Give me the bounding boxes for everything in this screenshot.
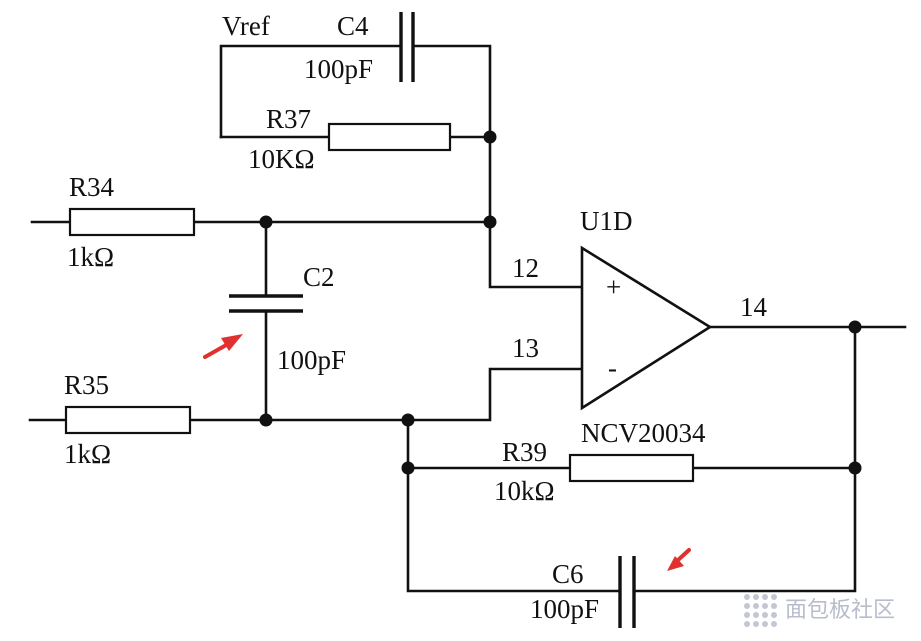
r39-ref-label: R39	[502, 437, 547, 467]
opamp-triangle	[580, 245, 713, 411]
pin-plus-label: 12	[512, 253, 539, 283]
wire-vref-loop-top	[219, 44, 402, 139]
c6-value-label: 100pF	[530, 594, 599, 624]
r34-ref-label: R34	[69, 172, 115, 202]
wires	[28, 44, 907, 593]
annotation-arrow-c6	[667, 548, 691, 571]
opamp-ref-label: U1D	[580, 206, 633, 236]
r35-value-label: 1kΩ	[64, 439, 111, 469]
resistor-r35	[64, 405, 192, 435]
watermark: 面包板社区	[744, 594, 895, 627]
capacitor-c6	[618, 556, 636, 628]
wire-c6-right	[632, 325, 857, 593]
pin-minus-label: 13	[512, 333, 539, 363]
annotation-arrow-c2	[203, 334, 243, 359]
resistor-r37	[327, 122, 452, 152]
junction-dots	[259, 130, 862, 475]
opamp-part-label: NCV20034	[581, 418, 706, 448]
resistor-r39	[568, 453, 695, 483]
r35-ref-label: R35	[64, 370, 109, 400]
c6-ref-label: C6	[552, 559, 584, 589]
c2-ref-label: C2	[303, 262, 335, 292]
c4-value-label: 100pF	[304, 54, 373, 84]
wire-feedback-right-to-plus	[412, 44, 584, 289]
vref-label: Vref	[222, 11, 270, 41]
c2-value-label: 100pF	[277, 345, 346, 375]
c4-ref-label: C4	[337, 11, 369, 41]
opamp-minus-sign: -	[608, 353, 617, 383]
pin-out-label: 14	[740, 292, 768, 322]
r37-value-label: 10KΩ	[248, 144, 315, 174]
r34-value-label: 1kΩ	[67, 242, 114, 272]
r37-ref-label: R37	[266, 104, 311, 134]
opamp-plus-sign: +	[606, 272, 621, 302]
capacitor-c4	[399, 12, 415, 82]
capacitor-c2	[229, 294, 303, 313]
resistor-r34	[68, 207, 196, 237]
watermark-logo-icon	[744, 594, 777, 627]
wire-r35-to-minus	[188, 367, 584, 422]
watermark-text: 面包板社区	[785, 598, 895, 623]
wire-c6-left	[406, 418, 622, 593]
r39-value-label: 10kΩ	[494, 476, 555, 506]
